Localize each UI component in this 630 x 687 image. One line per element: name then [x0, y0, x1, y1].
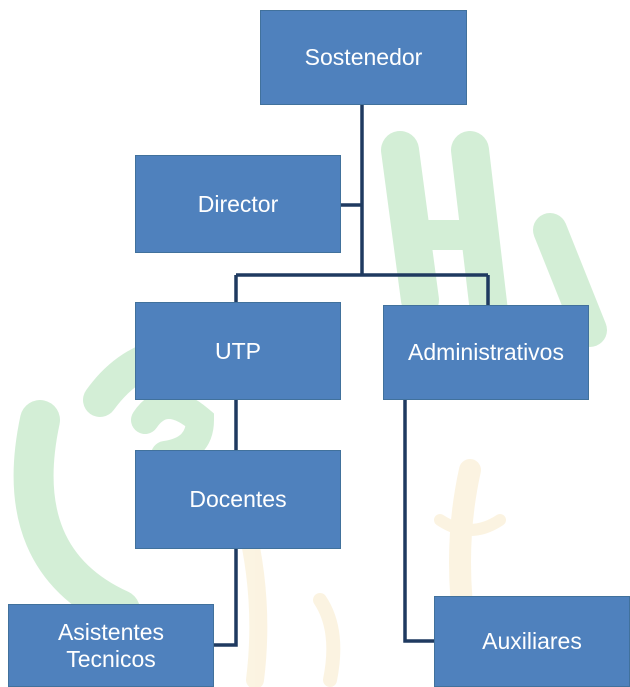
- node-auxiliares-label: Auxiliares: [482, 628, 582, 655]
- node-asistentes-tecnicos-label: Asistentes Tecnicos: [57, 619, 165, 672]
- node-administrativos-label: Administrativos: [408, 339, 564, 366]
- connector-admin-auxiliares: [403, 400, 434, 643]
- node-utp: UTP: [135, 302, 341, 400]
- node-asistentes-tecnicos: Asistentes Tecnicos: [8, 604, 214, 687]
- node-docentes: Docentes: [135, 450, 341, 549]
- node-director: Director: [135, 155, 341, 253]
- node-sostenedor-label: Sostenedor: [304, 44, 423, 71]
- node-sostenedor: Sostenedor: [260, 10, 467, 105]
- node-director-label: Director: [197, 190, 279, 217]
- node-auxiliares: Auxiliares: [434, 596, 630, 687]
- node-utp-label: UTP: [215, 337, 261, 364]
- connector-docentes-asistentes: [214, 549, 238, 647]
- node-administrativos: Administrativos: [383, 305, 589, 400]
- node-docentes-label: Docentes: [189, 486, 287, 513]
